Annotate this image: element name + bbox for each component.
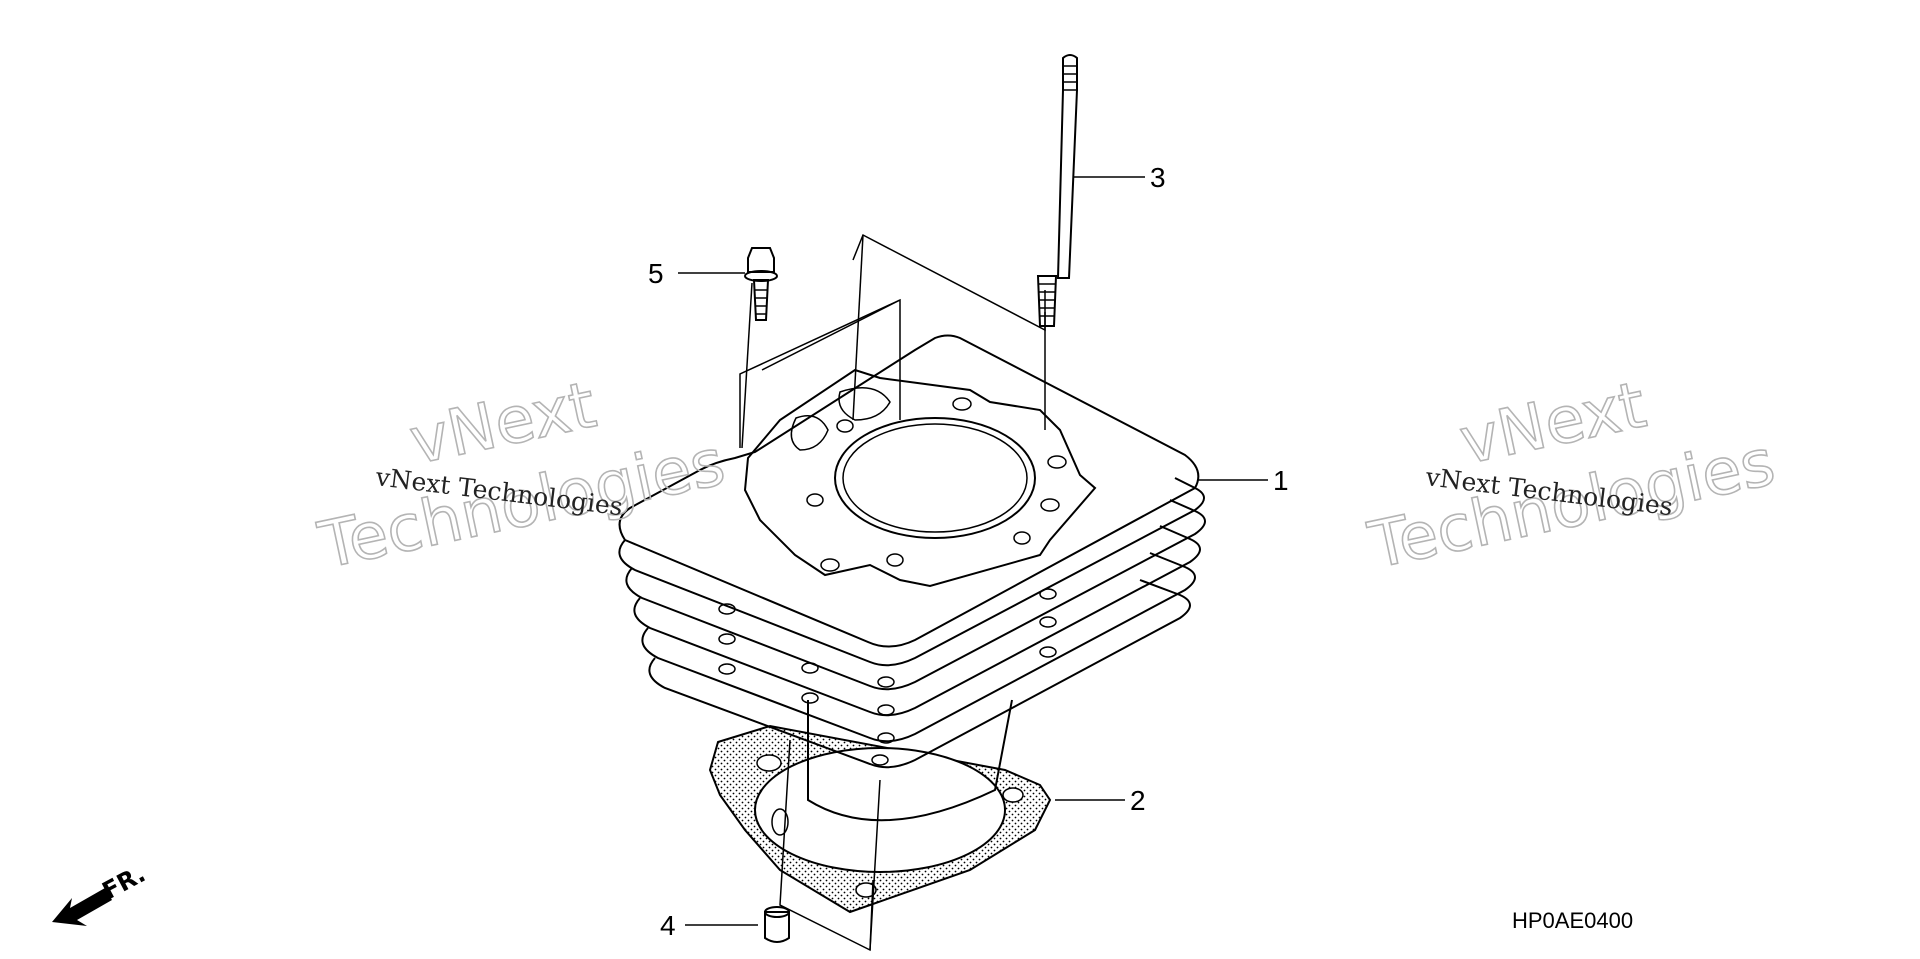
part-code: HP0AE0400 — [1512, 908, 1633, 933]
assembly-guide-lines — [739, 233, 1046, 952]
watermark-left: vNext Technologies — [312, 368, 732, 585]
front-arrow-icon: FR. — [52, 860, 150, 926]
callout-4: 4 — [660, 910, 676, 941]
callout-2: 2 — [1130, 785, 1146, 816]
dowel-pin — [764, 906, 790, 943]
callout-leaders — [678, 176, 1268, 926]
head-gasket — [743, 368, 1097, 588]
flange-bolt — [744, 247, 778, 321]
cylinder-barrel — [807, 699, 1013, 822]
cylinder-block — [618, 334, 1206, 769]
callout-3: 3 — [1150, 162, 1166, 193]
callout-5: 5 — [648, 258, 664, 289]
watermark-right: vNext Technologies — [1362, 368, 1782, 585]
base-gasket — [708, 724, 1052, 914]
callout-1: 1 — [1273, 465, 1289, 496]
stud-bolt — [1036, 54, 1078, 327]
